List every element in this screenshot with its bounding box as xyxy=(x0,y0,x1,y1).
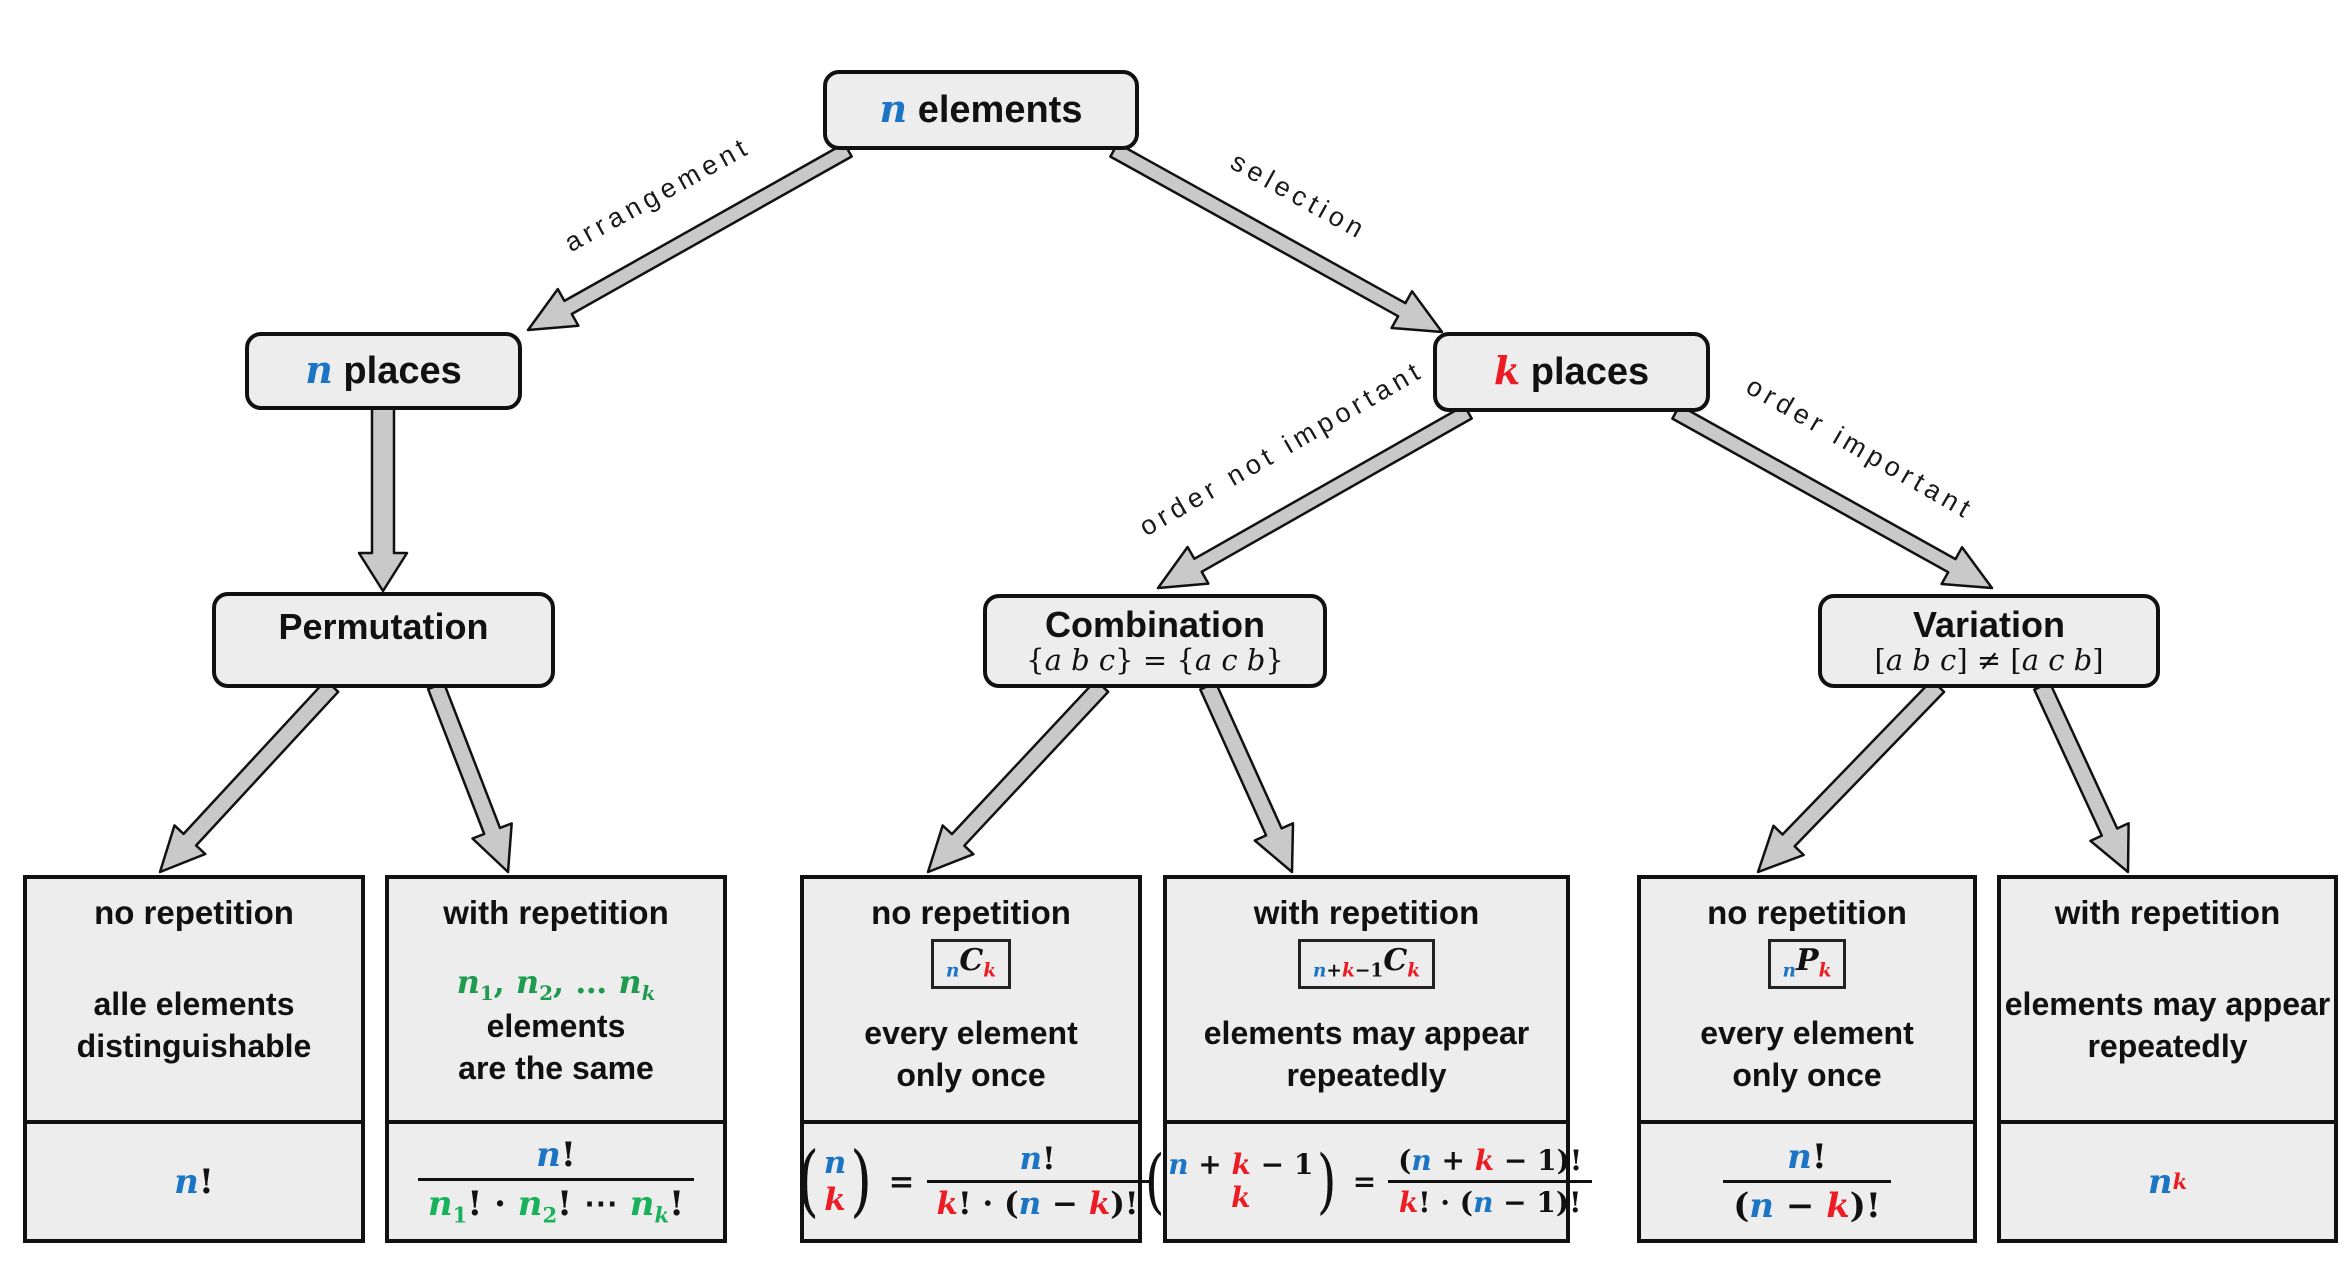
leaf-heading: with repetition xyxy=(1253,894,1480,931)
formula-binomial: ( n k ) = n! k! · (n − k)! xyxy=(793,1135,1149,1226)
arrow-permutation-to-with-repetition xyxy=(426,681,513,874)
arrow-combination-to-with-repetition xyxy=(1199,681,1295,874)
fraction-numerator: (n + k − 1)! xyxy=(1388,1144,1593,1183)
node-n-elements: n elements xyxy=(823,70,1139,150)
node-n-places-title: n places xyxy=(305,347,462,393)
fraction-denominator: k! · (n − 1)! xyxy=(1398,1186,1582,1219)
formula-n-factorial: n! xyxy=(174,1161,214,1202)
badge-n-plus-k-minus-1-Ck: n+k−1Ck xyxy=(1297,939,1436,990)
node-k-places-title: k places xyxy=(1493,348,1650,394)
node-n-elements-title: n elements xyxy=(879,86,1083,132)
arrow-arrangement xyxy=(526,142,853,332)
node-variation-title: Variation xyxy=(1912,604,2066,645)
fraction: n! k! · (n − k)! xyxy=(926,1141,1149,1222)
leaf-heading: no repetition xyxy=(94,894,294,931)
node-n-places: n places xyxy=(245,332,522,410)
arrow-n-places-to-permutation xyxy=(357,406,409,593)
fraction-denominator: (n − k)! xyxy=(1733,1186,1881,1226)
node-combination-subtitle: {a b c} = {a c b} xyxy=(1026,643,1284,678)
leaf-heading: no repetition xyxy=(1707,894,1907,931)
fraction-numerator: n! xyxy=(417,1135,695,1182)
fraction-denominator: k! · (n − k)! xyxy=(936,1186,1139,1222)
formula-binomial-repetition: ( n + k − 1 k ) = (n + k − 1)! k! · (n −… xyxy=(1141,1139,1593,1222)
arrow-order-important xyxy=(1671,404,1994,590)
node-k-places: k places xyxy=(1433,332,1710,412)
badge-nPk: nPk xyxy=(1767,939,1847,990)
formula-partial-permutation: n! (n − k)! xyxy=(1723,1137,1891,1226)
equals-sign: = xyxy=(888,1163,915,1200)
binomial-coefficient: ( n k ) xyxy=(793,1135,876,1226)
formula-multinomial: n! n1! · n2! ⋯ nk! xyxy=(417,1135,695,1228)
binomial-coefficient: ( n + k − 1 k ) xyxy=(1141,1139,1341,1222)
edge-label-arrangement: arrangement xyxy=(559,131,756,258)
node-permutation-title: Permutation xyxy=(278,606,489,647)
node-variation-subtitle: [a b c] ≠ [a c b] xyxy=(1874,643,2104,678)
node-combination: Combination {a b c} = {a c b} xyxy=(983,594,1327,688)
node-variation: Variation [a b c] ≠ [a c b] xyxy=(1818,594,2160,688)
arrow-permutation-to-no-repetition xyxy=(158,678,340,874)
right-paren: ) xyxy=(1317,1139,1337,1222)
fraction-numerator: n! xyxy=(1723,1137,1891,1183)
fraction: n! (n − k)! xyxy=(1723,1137,1891,1226)
node-permutation: Permutation xyxy=(212,592,555,688)
left-paren: ( xyxy=(797,1135,820,1226)
leaf-heading: no repetition xyxy=(871,894,1071,931)
leaf-combination-with-repetition: with repetition n+k−1Ck elements may app… xyxy=(1145,875,1593,1243)
node-combination-title: Combination xyxy=(1045,604,1265,645)
arrow-order-not-important xyxy=(1156,404,1473,590)
edge-label-order-important: order important xyxy=(1741,371,1980,526)
binom-bottom: k xyxy=(824,1181,846,1218)
equals-sign: = xyxy=(1352,1165,1377,1198)
fraction-numerator: n! xyxy=(926,1141,1149,1183)
leaf-heading: with repetition xyxy=(2054,894,2281,931)
left-paren: ( xyxy=(1144,1139,1165,1222)
arrow-selection xyxy=(1109,142,1444,334)
badge-nCk: nCk xyxy=(930,939,1012,990)
arrow-variation-to-with-repetition xyxy=(2033,681,2130,874)
binom-top: n xyxy=(823,1144,847,1181)
arrow-combination-to-no-repetition xyxy=(926,678,1110,874)
fraction: n! n1! · n2! ⋯ nk! xyxy=(417,1135,695,1228)
binom-bottom: k xyxy=(1231,1180,1251,1214)
right-paren: ) xyxy=(850,1135,873,1226)
leaf-heading: with repetition xyxy=(443,894,669,931)
fraction: (n + k − 1)! k! · (n − 1)! xyxy=(1388,1144,1593,1219)
arrow-variation-to-no-repetition xyxy=(1756,678,1946,874)
fraction-denominator: n1! · n2! ⋯ nk! xyxy=(427,1184,685,1228)
binom-top: n + k − 1 xyxy=(1168,1148,1314,1182)
